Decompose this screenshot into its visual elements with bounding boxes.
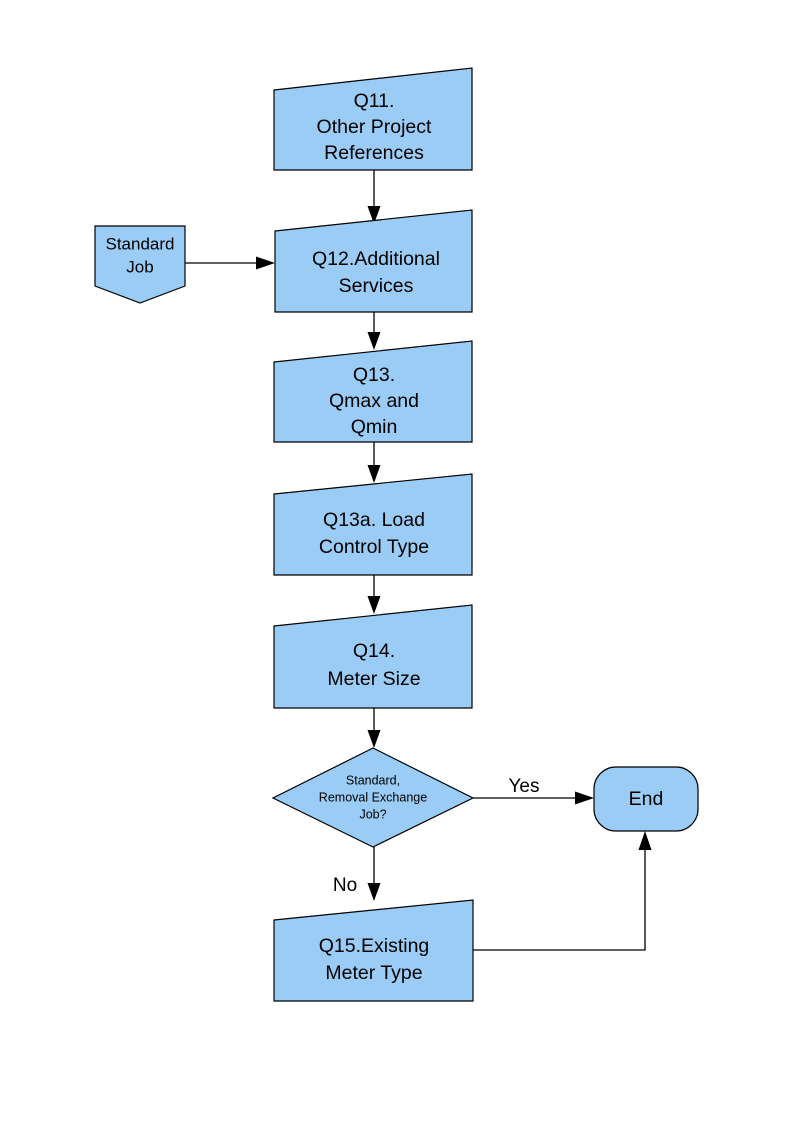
- q14-shape: [273, 604, 473, 709]
- q13-label-line3: Qmin: [351, 416, 398, 438]
- q13-label-line2: Qmax and: [329, 390, 419, 412]
- q11-shape: [273, 67, 473, 171]
- node-end[interactable]: End: [593, 766, 699, 832]
- node-q13a[interactable]: Q13a. Load Control Type: [273, 473, 473, 576]
- node-q14[interactable]: Q14. Meter Size: [273, 604, 473, 709]
- standard-job-shape: [94, 225, 186, 304]
- q13a-label-line2: Control Type: [319, 536, 429, 558]
- edge-decision-to-end-yes: [473, 791, 594, 805]
- q12-shape: [274, 209, 473, 313]
- decision-label-line3: Job?: [359, 807, 386, 821]
- end-shape: [593, 766, 699, 832]
- node-q12[interactable]: Q12.Additional Services: [274, 209, 473, 313]
- edge-q14-to-decision: [367, 708, 381, 748]
- q11-label-line2: Other Project: [317, 116, 432, 138]
- q15-label-line2: Meter Type: [325, 962, 422, 984]
- edge-decision-to-q15-no: [367, 847, 381, 901]
- q13a-label-line1: Q13a. Load: [323, 509, 425, 531]
- q13-label-line1: Q13.: [353, 364, 395, 386]
- q11-label-line3: References: [324, 142, 424, 164]
- node-decision[interactable]: Standard, Removal Exchange Job?: [271, 747, 475, 848]
- edge-q13a-to-q14: [367, 575, 381, 614]
- edge-q11-to-q12: [367, 170, 381, 224]
- edge-standardjob-to-q12: [185, 256, 275, 270]
- edge-label-yes: Yes: [509, 776, 540, 797]
- decision-label-line1: Standard,: [346, 773, 400, 787]
- standard-job-label-line2: Job: [126, 257, 153, 276]
- edge-q13-to-q13a: [367, 442, 381, 483]
- edge-label-no: No: [333, 875, 357, 896]
- decision-label-line2: Removal Exchange: [319, 790, 427, 804]
- q12-label-line1: Q12.Additional: [312, 248, 440, 270]
- node-q15[interactable]: Q15.Existing Meter Type: [273, 899, 474, 1002]
- node-q11[interactable]: Q11. Other Project References: [273, 67, 473, 171]
- node-q13[interactable]: Q13. Qmax and Qmin: [273, 340, 473, 443]
- decision-shape: [271, 747, 475, 848]
- q15-shape: [273, 899, 474, 1002]
- q14-label-line1: Q14.: [353, 640, 395, 662]
- q14-label-line2: Meter Size: [327, 668, 420, 690]
- q11-label-line1: Q11.: [354, 90, 395, 112]
- edge-q15-to-end: [473, 831, 652, 951]
- node-standard-job[interactable]: Standard Job: [94, 225, 186, 304]
- q15-label-line1: Q15.Existing: [319, 935, 430, 957]
- edge-q12-to-q13: [367, 312, 381, 350]
- end-label: End: [629, 788, 664, 810]
- standard-job-label-line1: Standard: [106, 234, 175, 253]
- q12-label-line2: Services: [339, 275, 414, 297]
- q13-shape: [273, 340, 473, 443]
- q13a-shape: [273, 473, 473, 576]
